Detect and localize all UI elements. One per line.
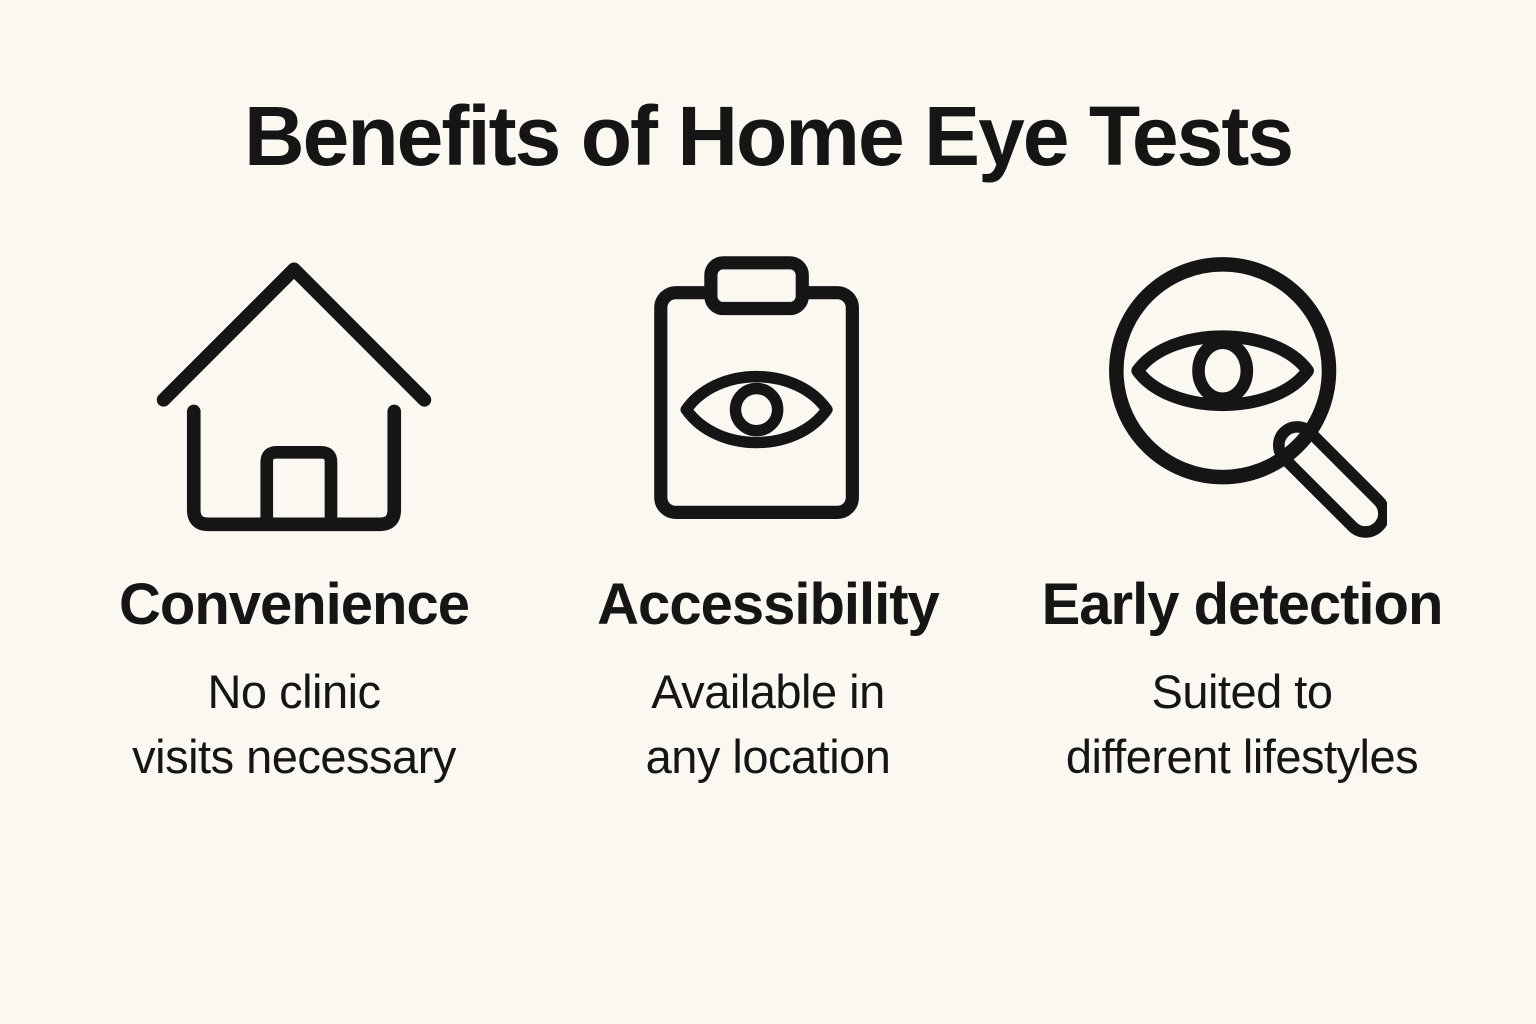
description-line-2: different lifestyles [1065,729,1419,783]
benefit-description: No clinic visits necessary [132,660,456,790]
benefit-column-accessibility: Accessibility Available in any location [538,227,998,790]
description-line-2: any location [645,729,891,783]
benefit-column-early-detection: Early detection Suited to different life… [1012,227,1472,790]
benefit-description: Available in any location [646,660,891,790]
benefit-heading: Early detection [1041,572,1444,637]
house-icon [148,227,440,557]
benefit-heading: Convenience [119,572,470,637]
clipboard-eye-icon [636,227,900,557]
page-title: Benefits of Home Eye Tests [243,89,1294,183]
magnifier-eye-icon [1097,227,1387,557]
benefit-column-convenience: Convenience No clinic visits necessary [64,227,524,790]
benefit-heading: Accessibility [597,572,940,637]
description-line-1: No clinic [207,665,381,718]
clipboard-eye-icon-graphic [654,256,859,519]
house-icon-graphic [156,262,432,532]
magnifier-eye-icon-graphic [1109,257,1387,538]
description-line-2: visits necessary [132,729,456,783]
benefit-columns: Convenience No clinic visits necessary A… [0,227,1536,790]
benefit-description: Suited to different lifestyles [1065,660,1419,790]
description-line-1: Available in [651,665,885,718]
description-line-1: Suited to [1151,665,1333,718]
